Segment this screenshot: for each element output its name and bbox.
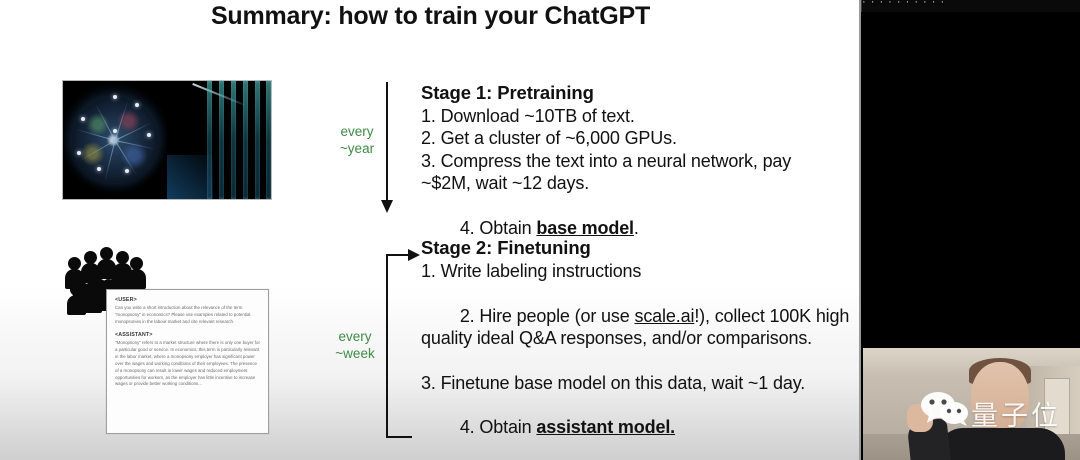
watermark-text: 量子位 bbox=[971, 401, 1061, 431]
presentation-slide: Summary: how to train your ChatGPT bbox=[0, 0, 861, 460]
doc-assistant-text: "Monopsony" refers to a market structure… bbox=[115, 340, 260, 387]
finetuning-loop-bracket-top bbox=[386, 254, 412, 256]
stage-1-item-4: 4. Obtain base model. bbox=[421, 194, 853, 261]
pretraining-images bbox=[62, 80, 272, 200]
stage-2-assistant-model-emphasis: assistant model. bbox=[536, 417, 676, 438]
gpu-datacenter-image bbox=[167, 81, 271, 199]
stage-1-item-4-prefix: 4. Obtain bbox=[459, 217, 537, 238]
wechat-logo bbox=[921, 392, 968, 426]
pretraining-loop-arrow-head bbox=[381, 200, 393, 213]
stage-2-item-2: 2. Hire people (or use scale.ai!), colle… bbox=[421, 282, 857, 371]
stage-1-item-3: 3. Compress the text into a neural netwo… bbox=[421, 150, 792, 193]
stage-1-item-2: 2. Get a cluster of ~6,000 GPUs. bbox=[421, 128, 677, 149]
scale-ai-link[interactable]: scale.ai bbox=[634, 305, 695, 326]
conversation-document: <USER> Can you write a short introductio… bbox=[106, 289, 269, 434]
stage-2-heading: Stage 2: Finetuning bbox=[421, 237, 591, 258]
doc-assistant-role: <ASSISTANT> bbox=[115, 332, 153, 339]
doc-user-text: Can you write a short introduction about… bbox=[115, 305, 251, 324]
finetuning-loop-bracket-bottom bbox=[386, 436, 412, 438]
stage-2-item-3: 3. Finetune base model on this data, wai… bbox=[421, 372, 806, 393]
stage-2-block: Stage 2: Finetuning 1. Write labeling in… bbox=[421, 237, 857, 460]
loop-label-every-year: every ~year bbox=[339, 124, 375, 156]
internet-data-map-image bbox=[63, 81, 167, 199]
pretraining-loop-arrow-line bbox=[386, 82, 388, 204]
slide-title: Summary: how to train your ChatGPT bbox=[210, 2, 651, 30]
presenter-face bbox=[971, 362, 1029, 432]
titlebar-ghost-text-right: · · · · · · · · · · bbox=[862, 0, 946, 8]
stage-1-item-1: 1. Download ~10TB of text. bbox=[421, 106, 635, 126]
stage-2-item-1: 1. Write labeling instructions bbox=[421, 261, 642, 281]
presenter-torso bbox=[937, 428, 1065, 460]
finetuning-loop-bracket-line bbox=[386, 254, 388, 438]
stage-1-block: Stage 1: Pretraining 1. Download ~10TB o… bbox=[421, 82, 853, 261]
loop-label-every-week: every ~week bbox=[335, 329, 375, 361]
stage-2-item-2-suffix: !), collect 100K high quality ideal Q&A … bbox=[421, 305, 850, 348]
stage-2-item-2-prefix: 2. Hire people (or use bbox=[459, 305, 635, 326]
finetuning-loop-arrow-head bbox=[408, 249, 420, 261]
stage-2-item-4: 4. Obtain assistant model. bbox=[421, 394, 857, 460]
stage-1-item-4-suffix: . bbox=[633, 217, 639, 238]
stage-1-heading: Stage 1: Pretraining bbox=[421, 82, 594, 103]
presenter-webcam-feed[interactable]: 量子位 bbox=[863, 348, 1080, 460]
window-titlebar-right-fragment: · · · · · · · · · · bbox=[862, 0, 1080, 12]
stage-2-item-4-prefix: 4. Obtain bbox=[459, 417, 537, 438]
doc-user-role: <USER> bbox=[115, 297, 137, 303]
stage-1-base-model-emphasis: base model bbox=[536, 217, 634, 238]
video-black-panel bbox=[863, 12, 1080, 348]
